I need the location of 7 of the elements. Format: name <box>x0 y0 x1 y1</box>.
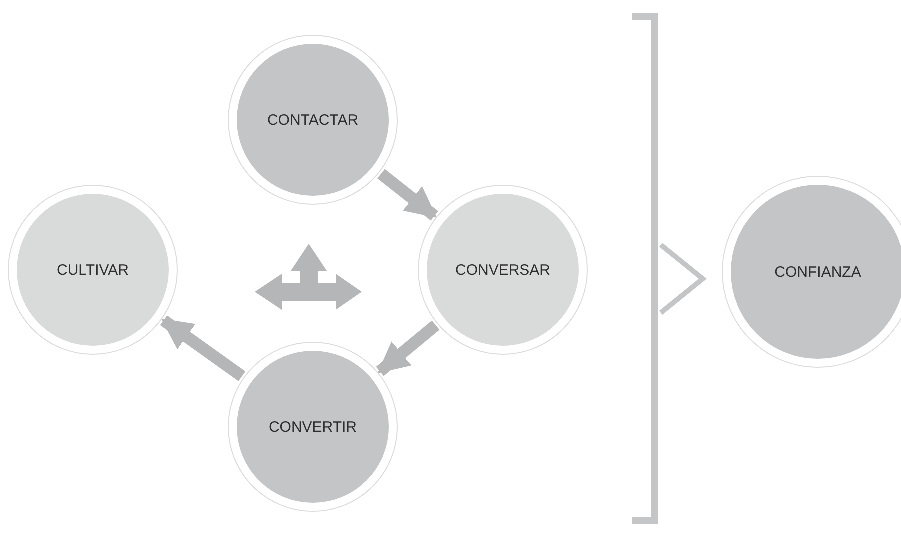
node-label: CONFIANZA <box>774 264 862 280</box>
node-label: CULTIVAR <box>57 262 129 278</box>
node-label: CONTACTAR <box>267 112 359 128</box>
node-label: CONVERSAR <box>455 262 551 278</box>
arrow <box>160 316 246 382</box>
node-label: CONVERTIR <box>268 418 358 436</box>
arrow <box>378 169 438 221</box>
